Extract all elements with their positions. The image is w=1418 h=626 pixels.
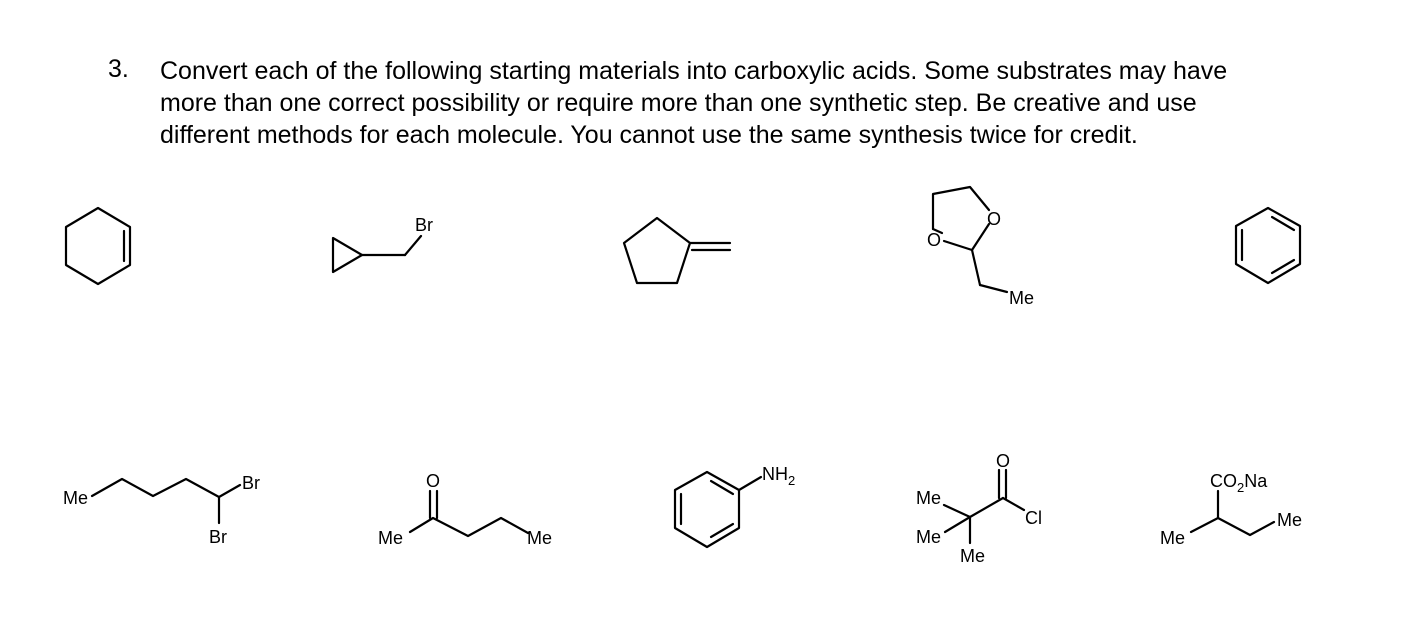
- label-co2na: CO2Na: [1210, 471, 1268, 495]
- label-me: Me: [63, 488, 88, 508]
- question-line-2: more than one correct possibility or req…: [160, 89, 1197, 117]
- label-o: O: [426, 471, 440, 491]
- question-number: 3.: [108, 55, 129, 83]
- label-me-left: Me: [378, 528, 403, 548]
- label-o-ring-left: O: [927, 230, 941, 250]
- label-br-bottom: Br: [209, 527, 227, 547]
- question-text: Convert each of the following starting m…: [160, 55, 1370, 151]
- label-me-bottom: Me: [960, 546, 985, 566]
- label-me-top: Me: [916, 488, 941, 508]
- structure-pivaloyl-chloride: O Cl Me Me Me: [916, 451, 1042, 566]
- label-nh2: NH2: [762, 464, 795, 488]
- label-o-ring-right: O: [987, 209, 1001, 229]
- structure-cyclohexene: [64, 206, 132, 286]
- label-br: Br: [415, 215, 433, 235]
- label-me: Me: [1009, 288, 1034, 308]
- label-me-right: Me: [527, 528, 552, 548]
- question-line-1: Convert each of the following starting m…: [160, 57, 1228, 85]
- structure-bromomethylcyclopropane: Br: [331, 215, 433, 274]
- label-me-left: Me: [1160, 528, 1185, 548]
- label-o: O: [996, 451, 1010, 471]
- structure-methylenecyclopentane: [622, 216, 732, 285]
- label-br-top: Br: [242, 473, 260, 493]
- label-me-right: Me: [1277, 510, 1302, 530]
- label-me-left: Me: [916, 527, 941, 547]
- structure-sodium-carboxylate: CO2Na Me Me: [1160, 471, 1302, 548]
- structure-benzene: [1234, 206, 1302, 285]
- label-cl: Cl: [1025, 508, 1042, 528]
- structure-dibromopentane: Me Br Br: [63, 473, 260, 547]
- question-line-3: different methods for each molecule. You…: [160, 121, 1138, 149]
- structure-aniline: NH2: [673, 464, 795, 549]
- structure-dioxolane: O O Me: [927, 185, 1034, 308]
- structure-pentanone: O Me Me: [378, 471, 552, 548]
